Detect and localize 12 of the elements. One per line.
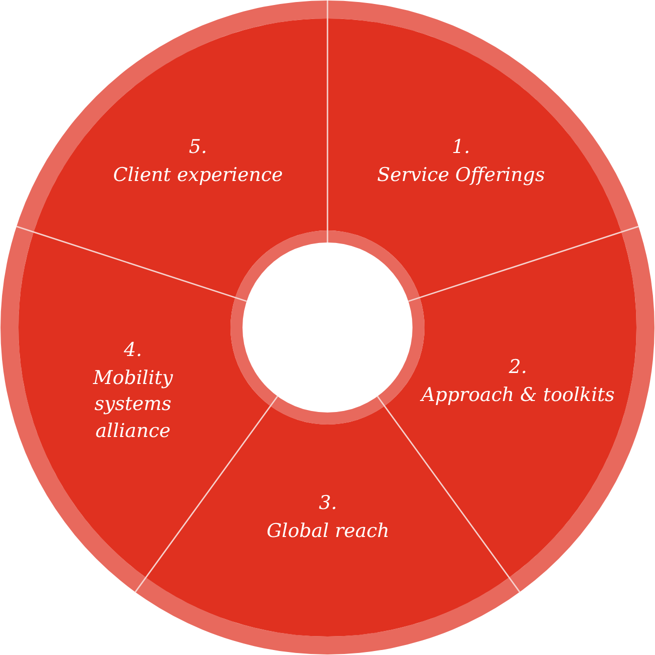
step-number: 1. (452, 136, 470, 159)
segment-label: Client experience (112, 162, 284, 188)
segment-label: Global reach (266, 518, 390, 544)
step-number: 2. (508, 356, 528, 379)
step-number: 4. (124, 339, 142, 362)
ring-segment (327, 18, 622, 298)
step-number: 3. (318, 492, 338, 515)
ring-segment (33, 18, 328, 298)
step-number: 5. (188, 136, 208, 159)
segment-label: Mobility systems alliance (92, 366, 174, 444)
segment-label: Approach & toolkits (420, 382, 616, 408)
segment-label: Service Offerings (376, 162, 546, 188)
